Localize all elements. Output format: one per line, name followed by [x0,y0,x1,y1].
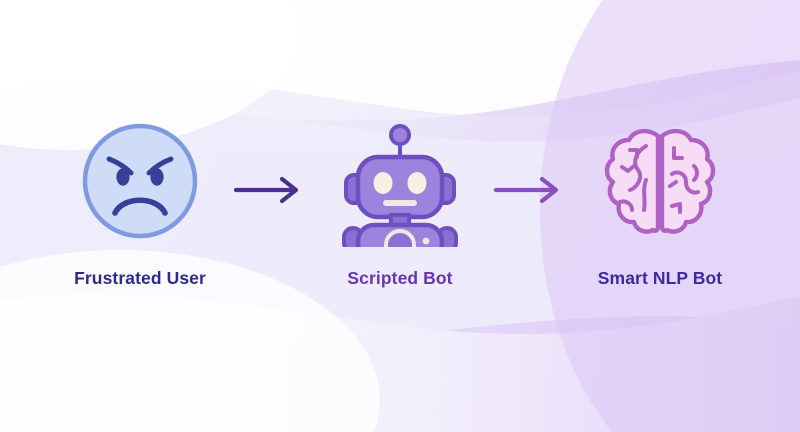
left-eyebrow [106,156,134,176]
frown-mouth [112,197,168,216]
arrow-head [279,176,299,204]
bg-blob-top-left [0,0,300,150]
brain-fold-r3 [668,180,678,188]
brain-fold-l3 [628,144,648,192]
flow-step-scripted-bot: Scripted Bot [310,116,490,316]
robot-mouth [383,200,417,206]
sad-face-icon [82,123,198,239]
brain-fold-r4 [670,202,682,214]
brain-figure [600,116,720,246]
brain-fold-l2 [620,164,636,173]
robot-chest-panel [384,229,416,247]
antenna-bulb [389,124,411,146]
robot-figure [336,116,464,247]
robot-icon [342,124,458,247]
arrow-right-icon [494,176,559,204]
sad-face-figure [79,116,201,246]
brain-fold-r5 [692,164,699,182]
brain-fold-r2 [670,170,700,195]
robot-head [355,154,445,220]
brain-icon [604,128,716,234]
right-eyebrow [146,156,174,176]
robot-left-eye [373,172,393,194]
arrow-right-icon [234,176,299,204]
flow-step-label-smart-nlp-bot: Smart NLP Bot [597,268,723,288]
brain-left-lobe [604,128,661,234]
robot-indicator-light [422,237,430,245]
arrow-head [539,176,559,204]
flow-step-label-frustrated-user: Frustrated User [74,268,206,288]
robot-right-eye [407,172,427,194]
brain-fold-r1 [672,146,684,160]
flow-step-frustrated-user: Frustrated User [50,116,230,316]
flow-step-label-scripted-bot: Scripted Bot [347,268,453,288]
connector-bot-to-nlp [490,116,570,316]
brain-fold-l4 [642,178,648,212]
connector-user-to-bot [230,116,310,316]
left-eye [116,168,130,186]
face-circle [82,123,198,239]
flow-step-smart-nlp-bot: Smart NLP Bot [570,116,750,316]
right-eye [150,168,164,186]
bg-blob-bottom-left [0,250,380,432]
brain-fold-l5 [618,199,634,212]
